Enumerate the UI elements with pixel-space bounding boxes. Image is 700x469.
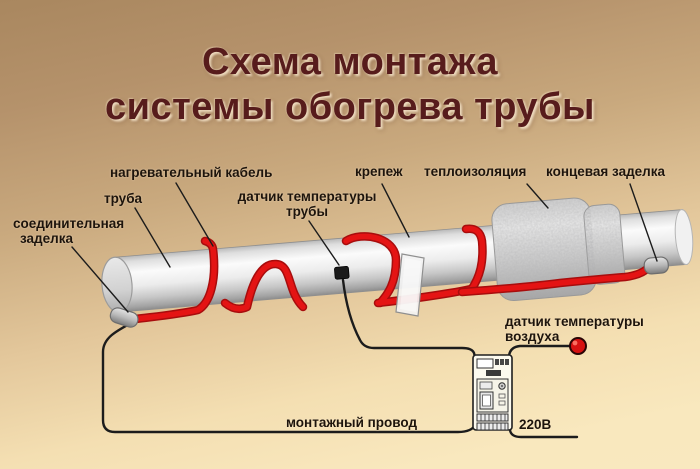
insulation-group: [491, 197, 626, 301]
thermostat-label-strip: [486, 370, 501, 376]
pipe-right-end-face: [674, 209, 694, 265]
thermostat-bottom-terminals: [476, 413, 509, 431]
label-connection-seal: соединительная заделка: [13, 216, 125, 246]
title-line-2: системы обогрева трубы: [105, 86, 595, 128]
leader-pipe: [134, 207, 171, 268]
label-pipe: труба: [104, 191, 143, 206]
leader-heating-cable: [175, 182, 214, 247]
label-insulation: теплоизоляция: [424, 164, 527, 179]
leader-end-seal: [629, 183, 658, 262]
mounting-wire-line: [101, 320, 479, 434]
pipe-sensor-wire: [341, 278, 477, 359]
air-temp-sensor-dot: [569, 337, 587, 355]
leader-lines: [71, 182, 658, 313]
air-sensor-wire: [507, 344, 572, 358]
label-heating-cable: нагревательный кабель: [110, 165, 273, 180]
diagram-title: Схема монтажа системы обогрева трубы: [0, 40, 700, 130]
leader-pipe-temp-sensor: [308, 220, 340, 266]
label-mounting-wire: монтажный провод: [286, 415, 418, 430]
pipe-temp-sensor-block: [334, 266, 350, 280]
leader-insulation: [526, 183, 549, 209]
cable-fastener-band: [395, 253, 425, 317]
label-end-seal: концевая заделка: [546, 164, 666, 179]
label-air-temp-sensor: датчик температуры воздуха: [505, 314, 644, 344]
leader-fastener: [381, 183, 410, 238]
title-line-1: Схема монтажа: [201, 41, 499, 83]
label-pipe-temp-sensor: датчик температуры трубы: [237, 189, 377, 219]
thermostat-top-terminals: [495, 359, 509, 365]
power-wire-220v: [508, 428, 579, 439]
thermostat: [472, 354, 513, 431]
heating-cable-end-run: [457, 263, 653, 297]
thermostat-display: [476, 358, 494, 369]
label-fastener: крепеж: [355, 164, 403, 179]
label-voltage-220v: 220В: [519, 417, 552, 432]
leader-connection-seal: [71, 246, 129, 313]
